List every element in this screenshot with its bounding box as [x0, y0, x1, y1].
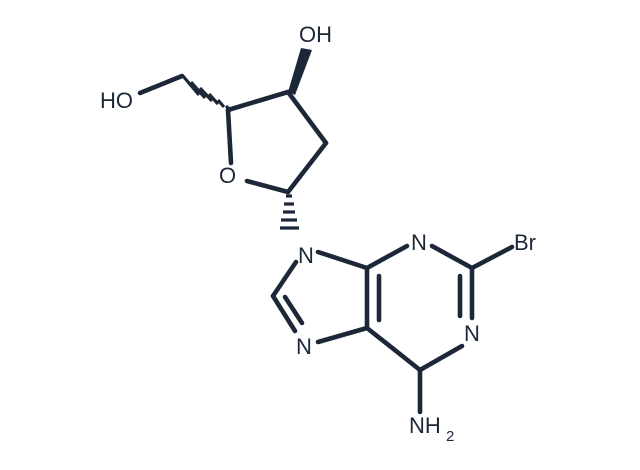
- label-br: Br: [514, 230, 536, 255]
- bond-n7-c5: [315, 325, 370, 345]
- hashed-bond-c1-n9: [280, 194, 299, 230]
- bond-o4-c4: [225, 107, 234, 166]
- purine-ring: [270, 243, 515, 415]
- label-ring-oxygen: O: [219, 163, 236, 188]
- label-n9: N: [298, 243, 314, 268]
- label-nh2: NH: [409, 413, 441, 438]
- sugar-ring: [225, 89, 329, 195]
- bond-c6-c5: [364, 325, 423, 373]
- label-n7: N: [296, 334, 312, 359]
- bond-n9-c4: [315, 249, 370, 271]
- bond-c3-c2: [285, 89, 329, 146]
- bond-n1-c6: [417, 343, 465, 373]
- hashed-bond-c4-c5: [181, 74, 232, 112]
- label-nh2-subscript: 2: [446, 428, 454, 445]
- label-nh2-main: NH: [409, 413, 441, 438]
- bond-n3-c2: [429, 243, 475, 271]
- atom-labels: OH HO O N N Br N N NH 2: [100, 22, 536, 445]
- bond-c2-br: [469, 244, 515, 271]
- wedge-bond-c3-oh: [288, 48, 312, 95]
- bond-n9-c8: [270, 259, 299, 299]
- bond-c5-o5: [137, 73, 185, 96]
- label-ho-left: HO: [100, 88, 133, 113]
- label-n1: N: [464, 321, 480, 346]
- bond-c4-c3: [225, 89, 291, 113]
- bond-c8-n7-inner: [282, 294, 305, 326]
- bond-c2-c1: [285, 140, 329, 195]
- bond-c1-o4: [244, 178, 291, 195]
- bond-c8-n7: [270, 293, 298, 334]
- label-n3: N: [411, 230, 427, 255]
- bond-c4-n3: [364, 243, 410, 271]
- label-oh-top: OH: [299, 22, 332, 47]
